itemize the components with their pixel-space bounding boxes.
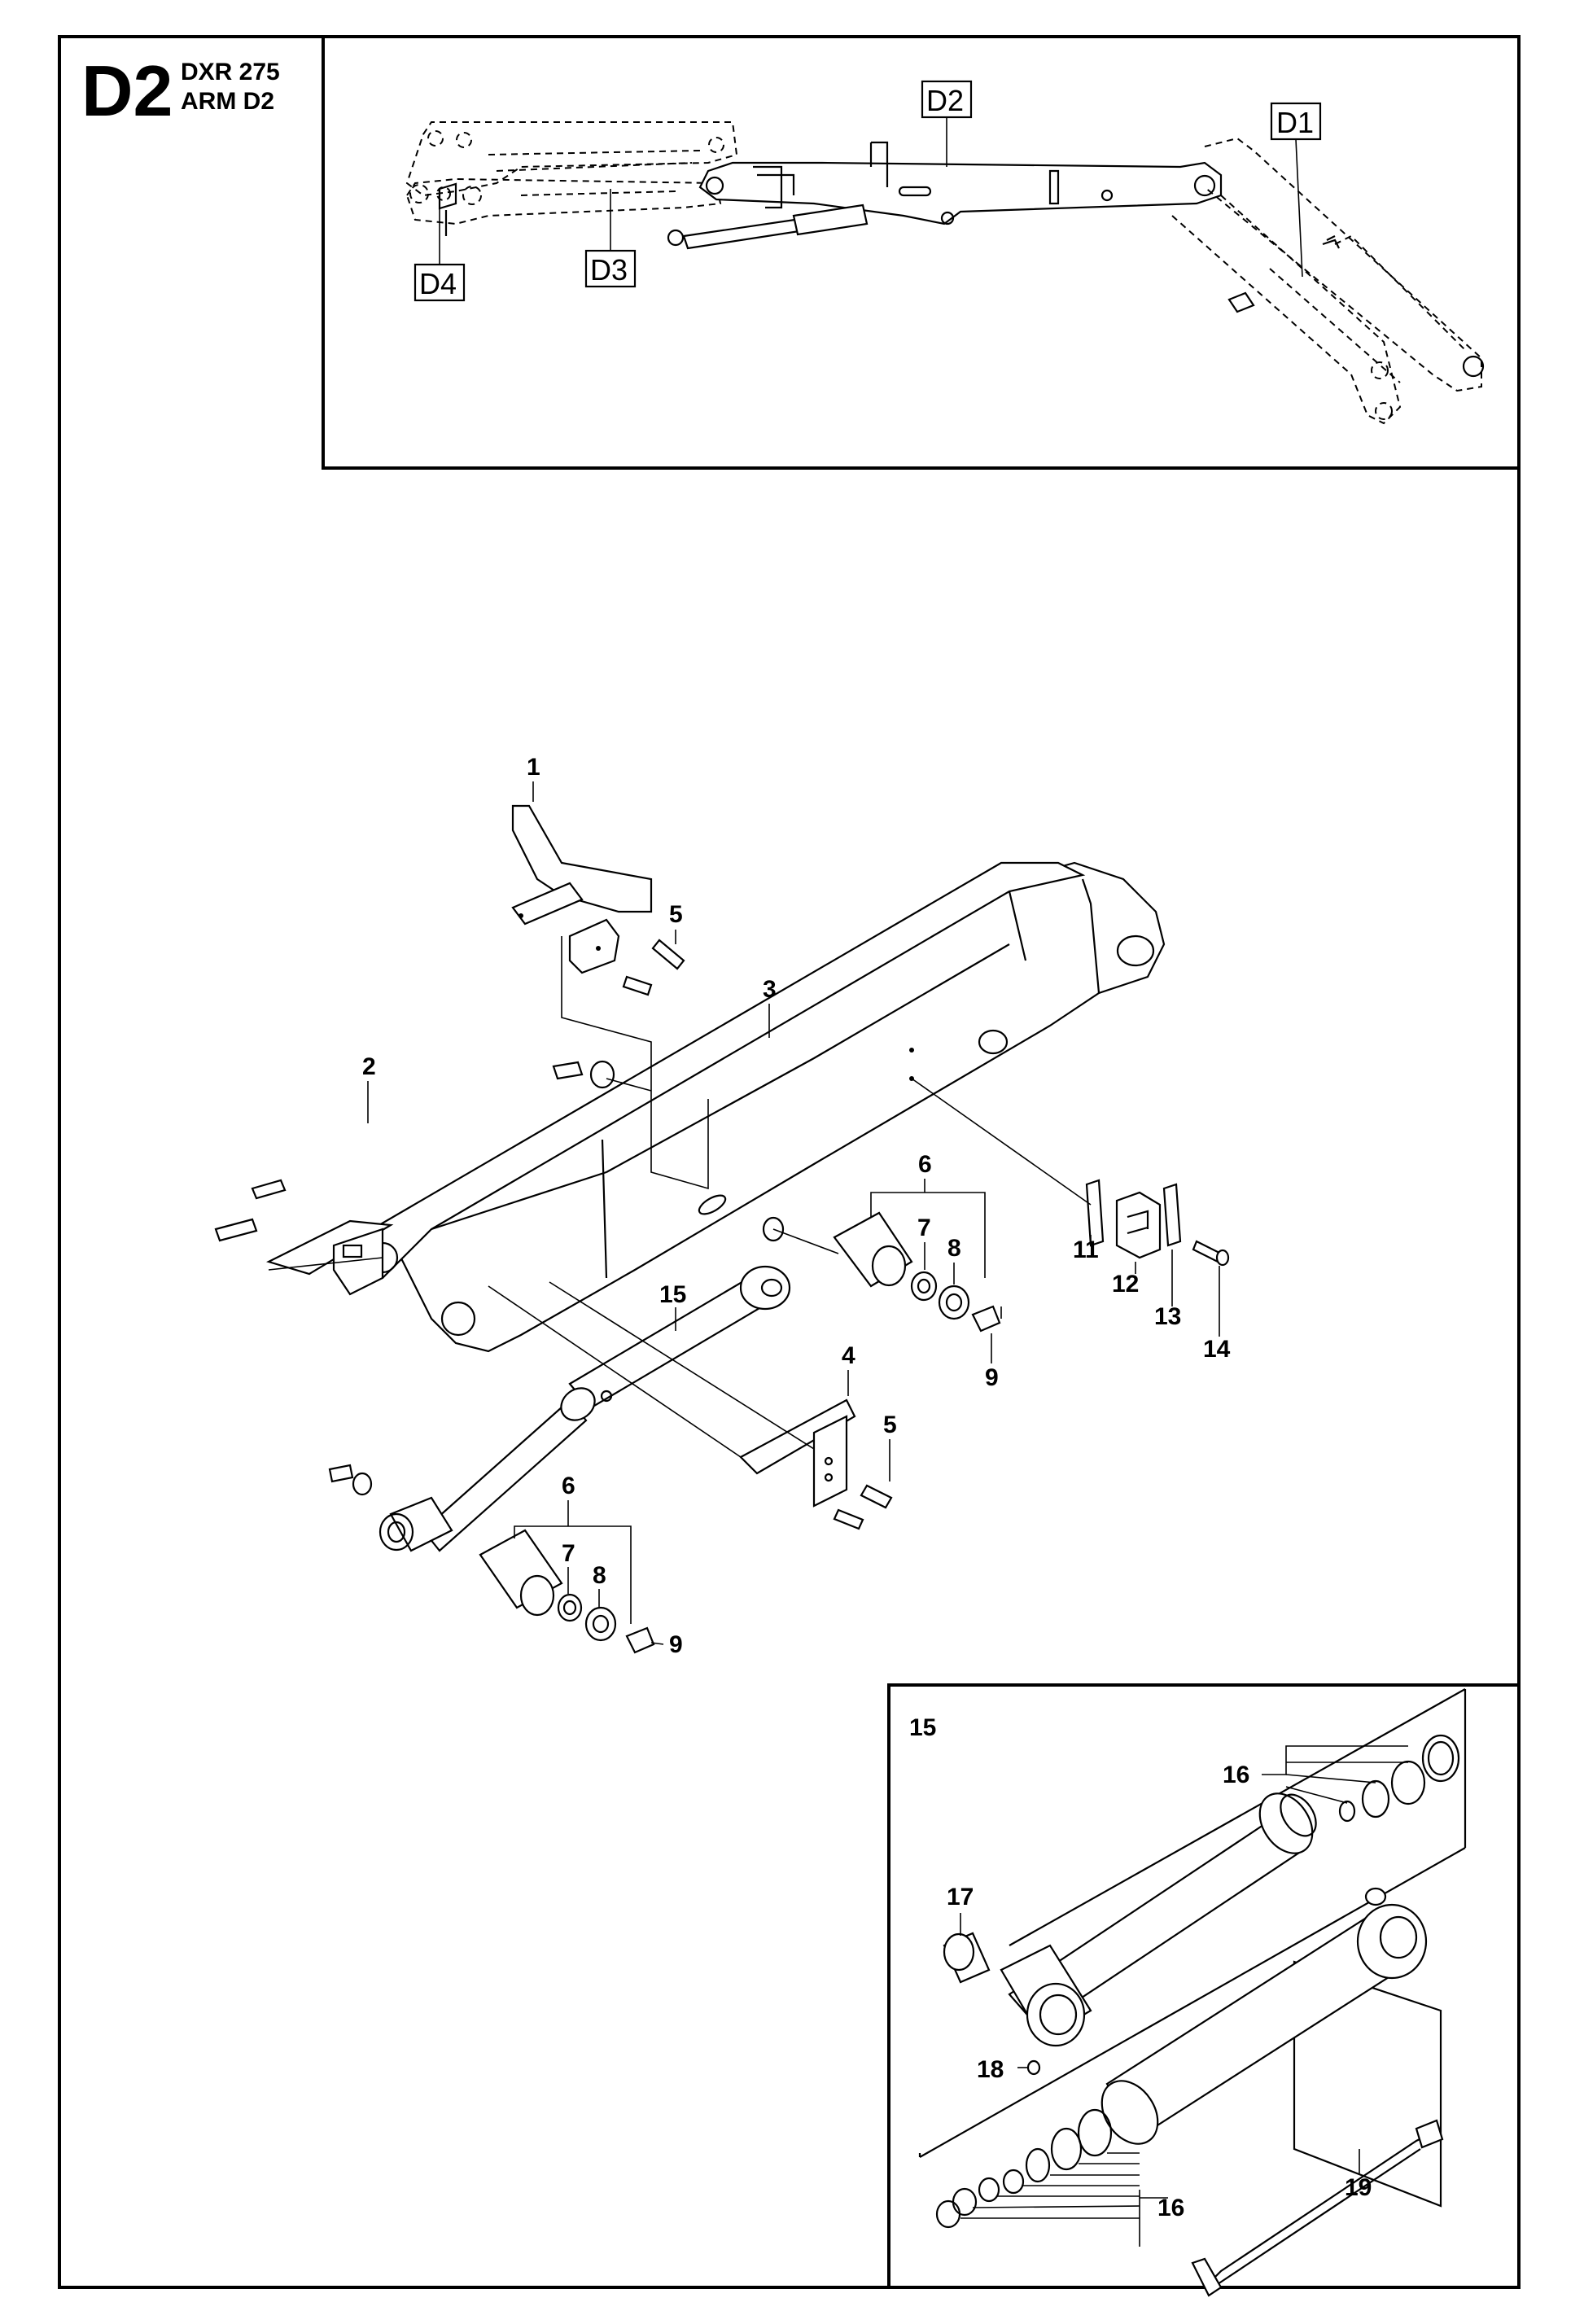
- callout-3: 3: [763, 976, 777, 1003]
- callout-7-lower: 7: [562, 1540, 575, 1567]
- callout-13: 13: [1154, 1303, 1181, 1330]
- callout-7-upper: 7: [917, 1215, 931, 1241]
- callout-12: 12: [1112, 1271, 1139, 1298]
- part-arm-body: [340, 861, 1166, 1353]
- callout-8-lower: 8: [593, 1562, 606, 1589]
- assembly-leaders: [268, 936, 1092, 1458]
- inset-callout-16-top: 16: [1223, 1762, 1249, 1788]
- inset-callout-17: 17: [947, 1884, 974, 1910]
- page-code: D2: [81, 50, 173, 131]
- callout-5-lower: 5: [883, 1411, 897, 1438]
- callout-14: 14: [1203, 1336, 1231, 1363]
- callout-1: 1: [527, 754, 540, 781]
- callout-9-upper: 9: [985, 1364, 999, 1391]
- main-exploded-view: 1 5 3 2 6 7 8 9 11 12 13 14 15: [214, 754, 1231, 1658]
- svg-text:D3: D3: [590, 253, 628, 287]
- part-pin-stack-upper: [833, 1211, 1001, 1333]
- callout-11: 11: [1073, 1236, 1099, 1263]
- part-bracket-2: [266, 1219, 394, 1296]
- inset-leaders: [960, 1745, 1408, 2247]
- inset-title: 15: [909, 1714, 936, 1741]
- callout-2: 2: [362, 1053, 376, 1080]
- callout-9-lower: 9: [669, 1631, 683, 1658]
- overview-label-d3: D3: [584, 189, 637, 288]
- inset-callout-19: 19: [1345, 2174, 1372, 2201]
- model-label: DXR 275: [181, 59, 280, 85]
- part-guard-1: [511, 804, 653, 974]
- callout-8-upper: 8: [947, 1235, 961, 1262]
- overview-drawing: D2 D1 D3 D4: [405, 80, 1485, 425]
- svg-text:D1: D1: [1276, 106, 1314, 139]
- callout-6-upper: 6: [918, 1151, 932, 1178]
- svg-text:D2: D2: [926, 84, 964, 117]
- callout-6-lower: 6: [562, 1473, 575, 1499]
- inset-callout-16-bottom: 16: [1157, 2195, 1184, 2221]
- title-block: D2 DXR 275 ARM D2: [81, 50, 280, 131]
- section-label: ARM D2: [181, 88, 274, 115]
- overview-label-d4: D4: [414, 204, 466, 302]
- callout-15: 15: [659, 1281, 686, 1308]
- overview-label-d1: D1: [1270, 102, 1322, 278]
- svg-text:D4: D4: [419, 267, 457, 300]
- inset-cylinder-detail: 15: [909, 1688, 1467, 2297]
- inset-callout-18: 18: [977, 2056, 1004, 2083]
- callout-4: 4: [842, 1342, 855, 1369]
- part-pin-stack-lower: [479, 1529, 655, 1654]
- callouts-main: 1 5 3 2 6 7 8 9 11 12 13 14 15: [362, 754, 1231, 1658]
- part-bracket-4: [739, 1398, 856, 1508]
- part-clamp-assembly: [1085, 1179, 1230, 1267]
- overview-label-d2: D2: [921, 80, 973, 167]
- part-bolts: [214, 939, 893, 1530]
- callout-5-upper: 5: [669, 901, 683, 928]
